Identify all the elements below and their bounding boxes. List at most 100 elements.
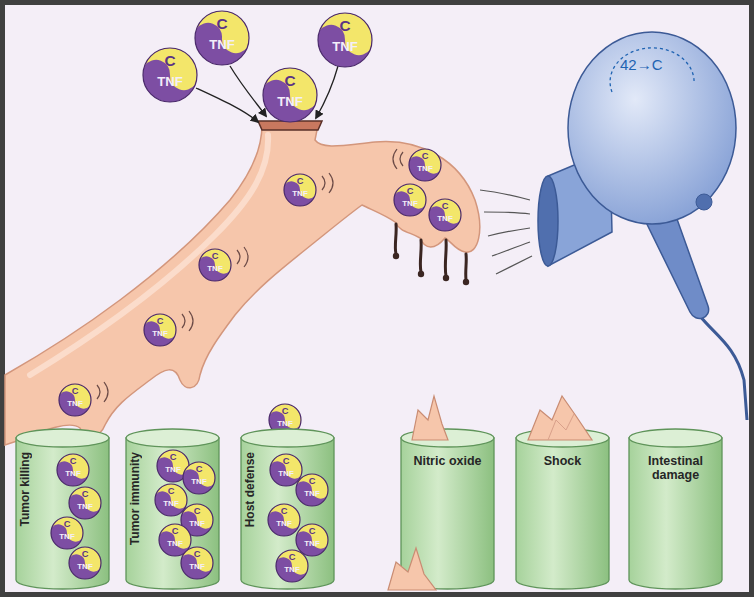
symbol-label: TNF (393, 200, 427, 208)
vessel-fragment (388, 548, 436, 590)
yin-yang-group (424, 194, 465, 235)
outcome-cylinder: Intestinal damage (628, 428, 723, 590)
symbol-outline (144, 314, 176, 346)
yin-yang-group (291, 469, 332, 510)
purple-half (52, 449, 93, 490)
yin-yang-group (255, 60, 324, 129)
yin-yang-group (310, 5, 379, 74)
symbol-outline (394, 184, 426, 216)
drip (419, 240, 423, 272)
outcome-cylinder: Host defenseCTNFCTNFCTNFCTNFCTNF (240, 428, 335, 590)
purple-half (279, 169, 320, 210)
cylinder-body (126, 438, 219, 589)
motion-mark (237, 247, 248, 267)
symbol-letter: C (194, 16, 250, 31)
symbol-label: TNF (180, 563, 214, 571)
symbol-outline (270, 454, 302, 486)
symbol-letter: C (262, 73, 318, 88)
symbol-label: TNF (194, 38, 250, 51)
purple-half (255, 60, 324, 129)
tnf-symbol: CTNF (295, 473, 329, 507)
symbol-outline (268, 504, 300, 536)
drop (463, 279, 469, 285)
symbol-outline (59, 384, 91, 416)
symbol-letter: C (68, 550, 102, 559)
vessel-highlight (30, 135, 268, 375)
symbol-label: TNF (68, 563, 102, 571)
symbol-letter: C (393, 187, 427, 196)
symbol-label: TNF (283, 190, 317, 198)
entry-arrow (230, 66, 266, 116)
tnf-symbol: C TNF (262, 67, 318, 123)
cylinder-rim (241, 429, 334, 447)
purple-half (310, 5, 379, 74)
symbol-label: TNF (262, 95, 318, 108)
motion-mark (393, 149, 403, 169)
motion-marks (97, 149, 403, 402)
symbol-letter: C (198, 252, 232, 261)
drip (464, 254, 468, 280)
symbol-outline (155, 484, 187, 516)
symbol-letter: C (182, 465, 216, 474)
yin-yang-group (404, 144, 445, 185)
yin-yang-group (187, 3, 256, 72)
symbol-outline (69, 487, 101, 519)
symbol-label: TNF (68, 503, 102, 511)
symbol-outline (409, 149, 441, 181)
cylinder-rim (516, 429, 609, 447)
cylinder-shape (628, 428, 723, 590)
frame (3, 3, 752, 595)
drop (443, 275, 449, 281)
symbol-letter: C (275, 553, 309, 562)
symbol-letter: C (56, 457, 90, 466)
symbol-letter: C (295, 477, 329, 486)
symbol-outline (276, 550, 308, 582)
symbol-outline (429, 199, 461, 231)
symbol-letter: C (428, 202, 462, 211)
symbol-letter: C (158, 527, 192, 536)
tnf-symbol: CTNF (143, 313, 177, 347)
outcome-cylinder: Shock (515, 428, 610, 590)
cylinder-body (629, 438, 722, 589)
yin-yang-group (194, 244, 235, 285)
symbol-letter: C (68, 490, 102, 499)
symbol-label: TNF (142, 75, 198, 88)
motion-mark (182, 311, 193, 331)
air-line (480, 190, 530, 200)
symbol-label: TNF (275, 566, 309, 574)
symbol-letter: C (58, 387, 92, 396)
purple-half (135, 40, 204, 109)
cylinder-shape (400, 428, 495, 590)
symbol-letter: C (295, 527, 329, 536)
symbol-letter: C (154, 487, 188, 496)
purple-half (194, 244, 235, 285)
symbol-outline (263, 68, 317, 122)
symbol-outline (143, 48, 197, 102)
purple-half (291, 469, 332, 510)
tnf-symbol: C TNF (68, 486, 102, 520)
symbol-label: TNF (154, 500, 188, 508)
cylinder-label: Tumor killing (19, 452, 31, 526)
outcome-cylinder: Tumor killingCTNFCTNFCTNFCTNF (15, 428, 110, 590)
tnf-symbol: CTNF (198, 248, 232, 282)
cylinder-rim (629, 429, 722, 447)
cylinder-label: Intestinal damage (638, 454, 713, 483)
symbol-label: TNF (295, 540, 329, 548)
symbol-outline (296, 474, 328, 506)
symbol-label: TNF (50, 533, 84, 541)
motion-mark (97, 382, 108, 402)
cylinder-shape (515, 428, 610, 590)
symbol-letter: C (408, 152, 442, 161)
purple-half (404, 144, 445, 185)
drop (393, 253, 399, 259)
nozzle-opening (538, 176, 558, 266)
tnf-symbol: C TNF (275, 549, 309, 583)
drip-drops (393, 253, 469, 285)
symbol-letter: C (283, 177, 317, 186)
yin-yang-group (176, 542, 217, 583)
purple-half (271, 545, 312, 586)
symbol-label: TNF (58, 400, 92, 408)
hair-dryer: 42→C (525, 15, 750, 335)
drip (394, 224, 398, 254)
